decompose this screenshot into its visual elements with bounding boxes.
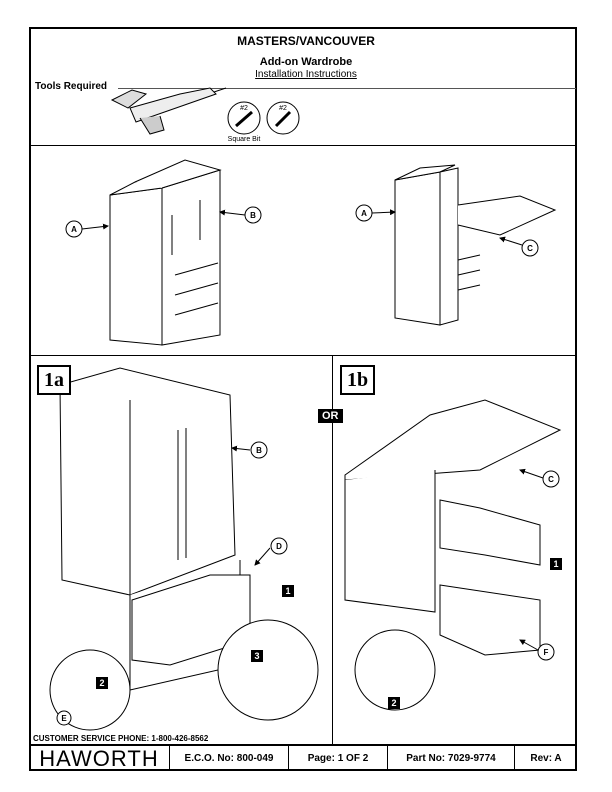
step-1b-badge: 1b [340, 365, 376, 395]
or-badge: OR [318, 409, 343, 423]
page-frame [29, 27, 577, 771]
tools-required-label: Tools Required [35, 81, 108, 92]
footer-bar: HAWORTH E.C.O. No: 800-049 Page: 1 OF 2 … [29, 744, 577, 771]
product-title: Add-on Wardrobe [259, 56, 353, 68]
divider-vertical [332, 355, 333, 744]
divider-middle [30, 355, 576, 356]
eco-number: E.C.O. No: 800-049 [170, 746, 289, 771]
haworth-logo: HAWORTH [29, 746, 170, 771]
brand-title: MASTERS/VANCOUVER [237, 34, 375, 48]
part-number: Part No: 7029-9774 [388, 746, 515, 771]
tools-divider [118, 88, 576, 89]
page-number: Page: 1 OF 2 [289, 746, 388, 771]
customer-service-phone: CUSTOMER SERVICE PHONE: 1-800-426-8562 [33, 734, 209, 743]
doc-type-subtitle: Installation Instructions [255, 69, 357, 80]
revision: Rev: A [530, 753, 562, 764]
step-1a-badge: 1a [37, 365, 71, 395]
divider-top [30, 145, 576, 146]
